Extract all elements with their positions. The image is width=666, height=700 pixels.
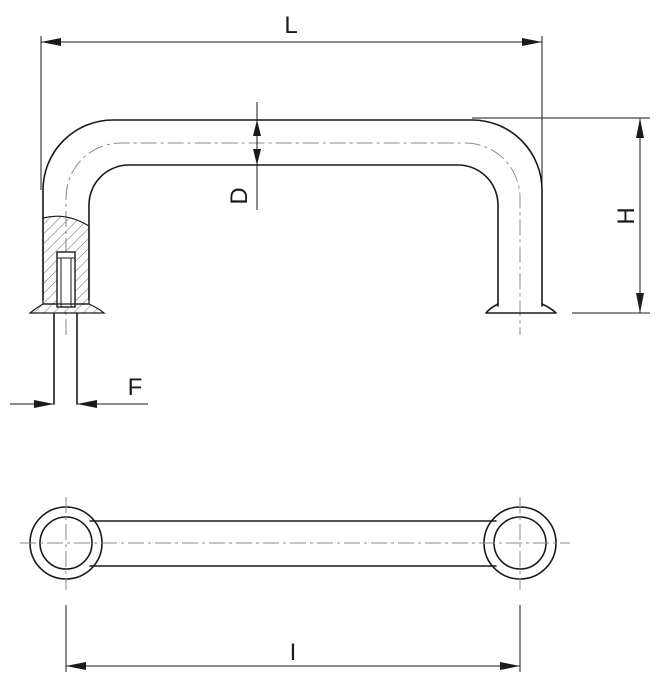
dim-F-arrow-left — [34, 400, 54, 408]
left-foot-flange — [28, 303, 106, 314]
dimension-H: H — [472, 117, 650, 314]
right-foot-flange — [485, 303, 557, 314]
dim-H-arrow-bottom — [636, 293, 644, 313]
dim-L-arrow-right — [522, 38, 542, 46]
front-view — [28, 119, 557, 405]
dim-H-arrow-top — [636, 118, 644, 138]
dimension-F: F — [10, 374, 148, 408]
dimension-D: D — [226, 102, 261, 210]
dim-I-arrow-left — [66, 662, 86, 670]
handle-outer-contour — [42, 119, 543, 307]
dim-D-arrow-top — [253, 120, 261, 136]
dim-I-label: I — [290, 639, 297, 666]
dim-L-label: L — [284, 12, 297, 39]
dim-I-arrow-right — [500, 662, 520, 670]
dimension-I: I — [65, 605, 521, 672]
dim-F-arrow-right — [77, 400, 97, 408]
handle-inner-contour — [88, 164, 499, 307]
thread-insert — [56, 251, 76, 308]
dimension-L: L — [40, 12, 543, 190]
handle-centerline — [65, 142, 521, 335]
dim-D-arrow-bottom — [253, 149, 261, 165]
top-view — [20, 497, 570, 590]
dim-L-arrow-left — [41, 38, 61, 46]
dim-D-label: D — [226, 187, 253, 204]
dim-F-label: F — [128, 374, 143, 401]
dim-H-label: H — [613, 207, 640, 224]
